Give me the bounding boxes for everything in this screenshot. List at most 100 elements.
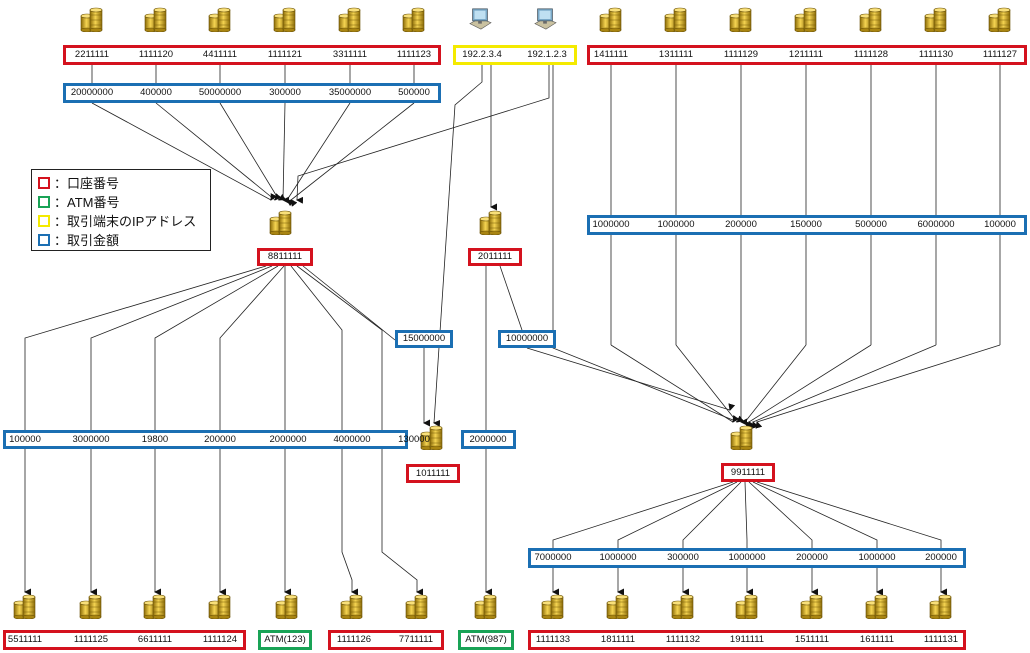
hub-right-account: [721, 463, 775, 482]
amount-label: 35000000: [328, 87, 372, 98]
amount-label: 200000: [796, 552, 828, 563]
top-left-amounts-group: [63, 83, 441, 103]
account-label: 3311111: [332, 49, 368, 60]
terminal-computer-icon: [534, 8, 557, 30]
account-label: 1811111: [600, 634, 636, 645]
account-coin-icon: [929, 594, 952, 619]
account-coin-icon: [541, 594, 564, 619]
flow-arrow: [24, 265, 267, 596]
amount-10000000: [498, 330, 556, 348]
account-label: 1111125: [73, 634, 109, 645]
account-label: 4411111: [202, 49, 238, 60]
flow-arrow: [290, 102, 415, 207]
account-label: 9911111: [730, 467, 766, 478]
account-coin-icon: [800, 594, 823, 619]
flow-line: [302, 265, 396, 341]
account-coin-icon: [735, 594, 758, 619]
amount-label: 4000000: [333, 434, 371, 445]
amount-label: 200000: [925, 552, 957, 563]
legend-item-ip: ：取引端末のIPアドレス: [38, 211, 204, 230]
red-swatch-icon: [38, 176, 50, 189]
bottom-accounts-a-group: [3, 630, 246, 650]
atm-987: [458, 630, 514, 650]
amount-label: 1000000: [728, 552, 766, 563]
amount-label: 1000000: [592, 219, 630, 230]
flow-line: [682, 481, 742, 548]
account-label: 1111133: [535, 634, 571, 645]
flow-line: [552, 65, 734, 421]
account-coin-icon: [859, 7, 882, 32]
flow-line: [748, 481, 813, 548]
account-label: 1611111: [859, 634, 895, 645]
account-coin-icon: [208, 594, 231, 619]
account-label: 2211111: [74, 49, 110, 60]
account-label: 1311111: [658, 49, 694, 60]
flow-arrow: [296, 265, 423, 596]
account-coin-icon: [606, 594, 629, 619]
top-right-amounts-group: [587, 215, 1027, 235]
amount-2000000: [461, 430, 516, 449]
amount-label: 10000000: [505, 333, 549, 344]
account-label: 5511111: [7, 634, 43, 645]
account-coin-icon: [671, 594, 694, 619]
account-coin-icon: [729, 7, 752, 32]
account-label: 1111124: [202, 634, 238, 645]
mid-left-amounts-group: [3, 430, 408, 449]
account-coin-icon: [273, 7, 296, 32]
amount-label: 2000000: [269, 434, 307, 445]
amount-label: 200000: [725, 219, 757, 230]
atm-label: ATM(987): [465, 634, 507, 645]
amount-label: 150000: [790, 219, 822, 230]
account-coin-icon: [80, 7, 103, 32]
account-label: 7711111: [398, 634, 434, 645]
flow-arrow: [90, 265, 273, 596]
flow-arrow: [433, 65, 483, 427]
hub-mid-account: [468, 248, 522, 266]
account-label: 1511111: [794, 634, 830, 645]
legend-label: ：ATM番号: [54, 195, 120, 210]
account-coin-icon: [405, 594, 428, 619]
bottom-accounts-b-group: [328, 630, 444, 650]
legend-label: ：取引端末のIPアドレス: [54, 214, 197, 229]
legend-label: ：取引金額: [54, 233, 120, 248]
flow-arrow: [286, 102, 351, 207]
flow-arrow: [282, 102, 290, 204]
amount-15000000: [395, 330, 453, 348]
flow-arrow: [752, 344, 937, 429]
flow-line: [552, 481, 734, 548]
yellow-swatch-icon: [38, 214, 50, 227]
top-right-accounts-group: [587, 45, 1027, 65]
amount-label: 400000: [140, 87, 172, 98]
amount-label: 50000000: [198, 87, 242, 98]
terminal-ips-group: [453, 45, 577, 65]
flow-arrow: [290, 265, 358, 596]
amount-label: 20000000: [70, 87, 114, 98]
account-coin-icon: [664, 7, 687, 32]
blue-swatch-icon: [38, 233, 50, 246]
account-label: 1111131: [923, 634, 959, 645]
legend-label: ：口座番号: [54, 176, 120, 191]
account-coin-icon: [79, 594, 102, 619]
bottom-accounts-c-group: [528, 630, 966, 650]
top-left-accounts-group: [63, 45, 441, 65]
account-coin-icon: [924, 7, 947, 32]
account-label: 1011111: [415, 468, 451, 479]
account-label: 1111120: [138, 49, 174, 60]
amount-label: 100000: [9, 434, 41, 445]
amount-label: 200000: [204, 434, 236, 445]
account-coin-icon: [599, 7, 622, 32]
amount-label: 500000: [398, 87, 430, 98]
flow-arrow: [675, 344, 744, 423]
account-coin-icon: [865, 594, 888, 619]
account-coin-icon: [340, 594, 363, 619]
atm-label: ATM(123): [264, 634, 306, 645]
account-label: 1111126: [336, 634, 372, 645]
flow-line: [617, 481, 738, 548]
green-swatch-icon: [38, 195, 50, 208]
mid-right-amounts-group: [528, 548, 966, 568]
account-label: 1111128: [853, 49, 889, 60]
account-coin-icon: [13, 594, 36, 619]
amount-label: 1000000: [858, 552, 896, 563]
